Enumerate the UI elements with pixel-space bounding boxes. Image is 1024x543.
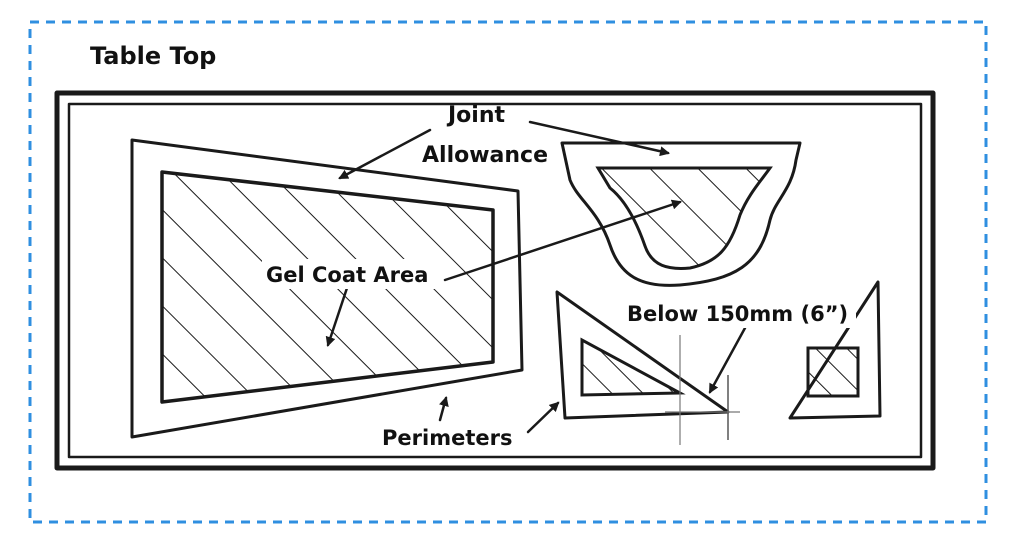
outer-dashed-frame <box>28 20 988 524</box>
diagram-title: Table Top <box>90 42 216 70</box>
small-triangle-gel-coat-area <box>806 346 860 398</box>
joint-allowance-arrow-right <box>528 120 670 157</box>
perimeters-arrow-left <box>438 396 449 422</box>
triangle-part-perimeter <box>555 290 730 420</box>
perimeters-arrow-right <box>526 401 560 434</box>
joint-allowance-arrow-left <box>338 128 432 180</box>
curved-part-gel-coat-area <box>595 166 773 270</box>
left-part-perimeter <box>130 138 524 439</box>
gel-coat-arrow-curved <box>443 199 682 282</box>
label-below-150mm: Below 150mm (6”) <box>627 302 848 326</box>
label-joint: Joint <box>446 103 506 128</box>
label-allowance: Allowance <box>422 143 548 168</box>
label-backdrop <box>624 298 856 328</box>
label-perimeters: Perimeters <box>382 426 512 450</box>
table-top-inner-frame <box>67 102 923 459</box>
below-150-arrow <box>708 326 747 394</box>
label-gel-coat-area: Gel Coat Area <box>266 263 428 287</box>
label-backdrop <box>262 259 442 289</box>
curved-part-perimeter <box>560 141 802 287</box>
table-top-outer-frame <box>54 90 936 471</box>
triangle-part-gel-coat-area <box>580 337 686 397</box>
gel-coat-arrow-left <box>325 286 349 347</box>
